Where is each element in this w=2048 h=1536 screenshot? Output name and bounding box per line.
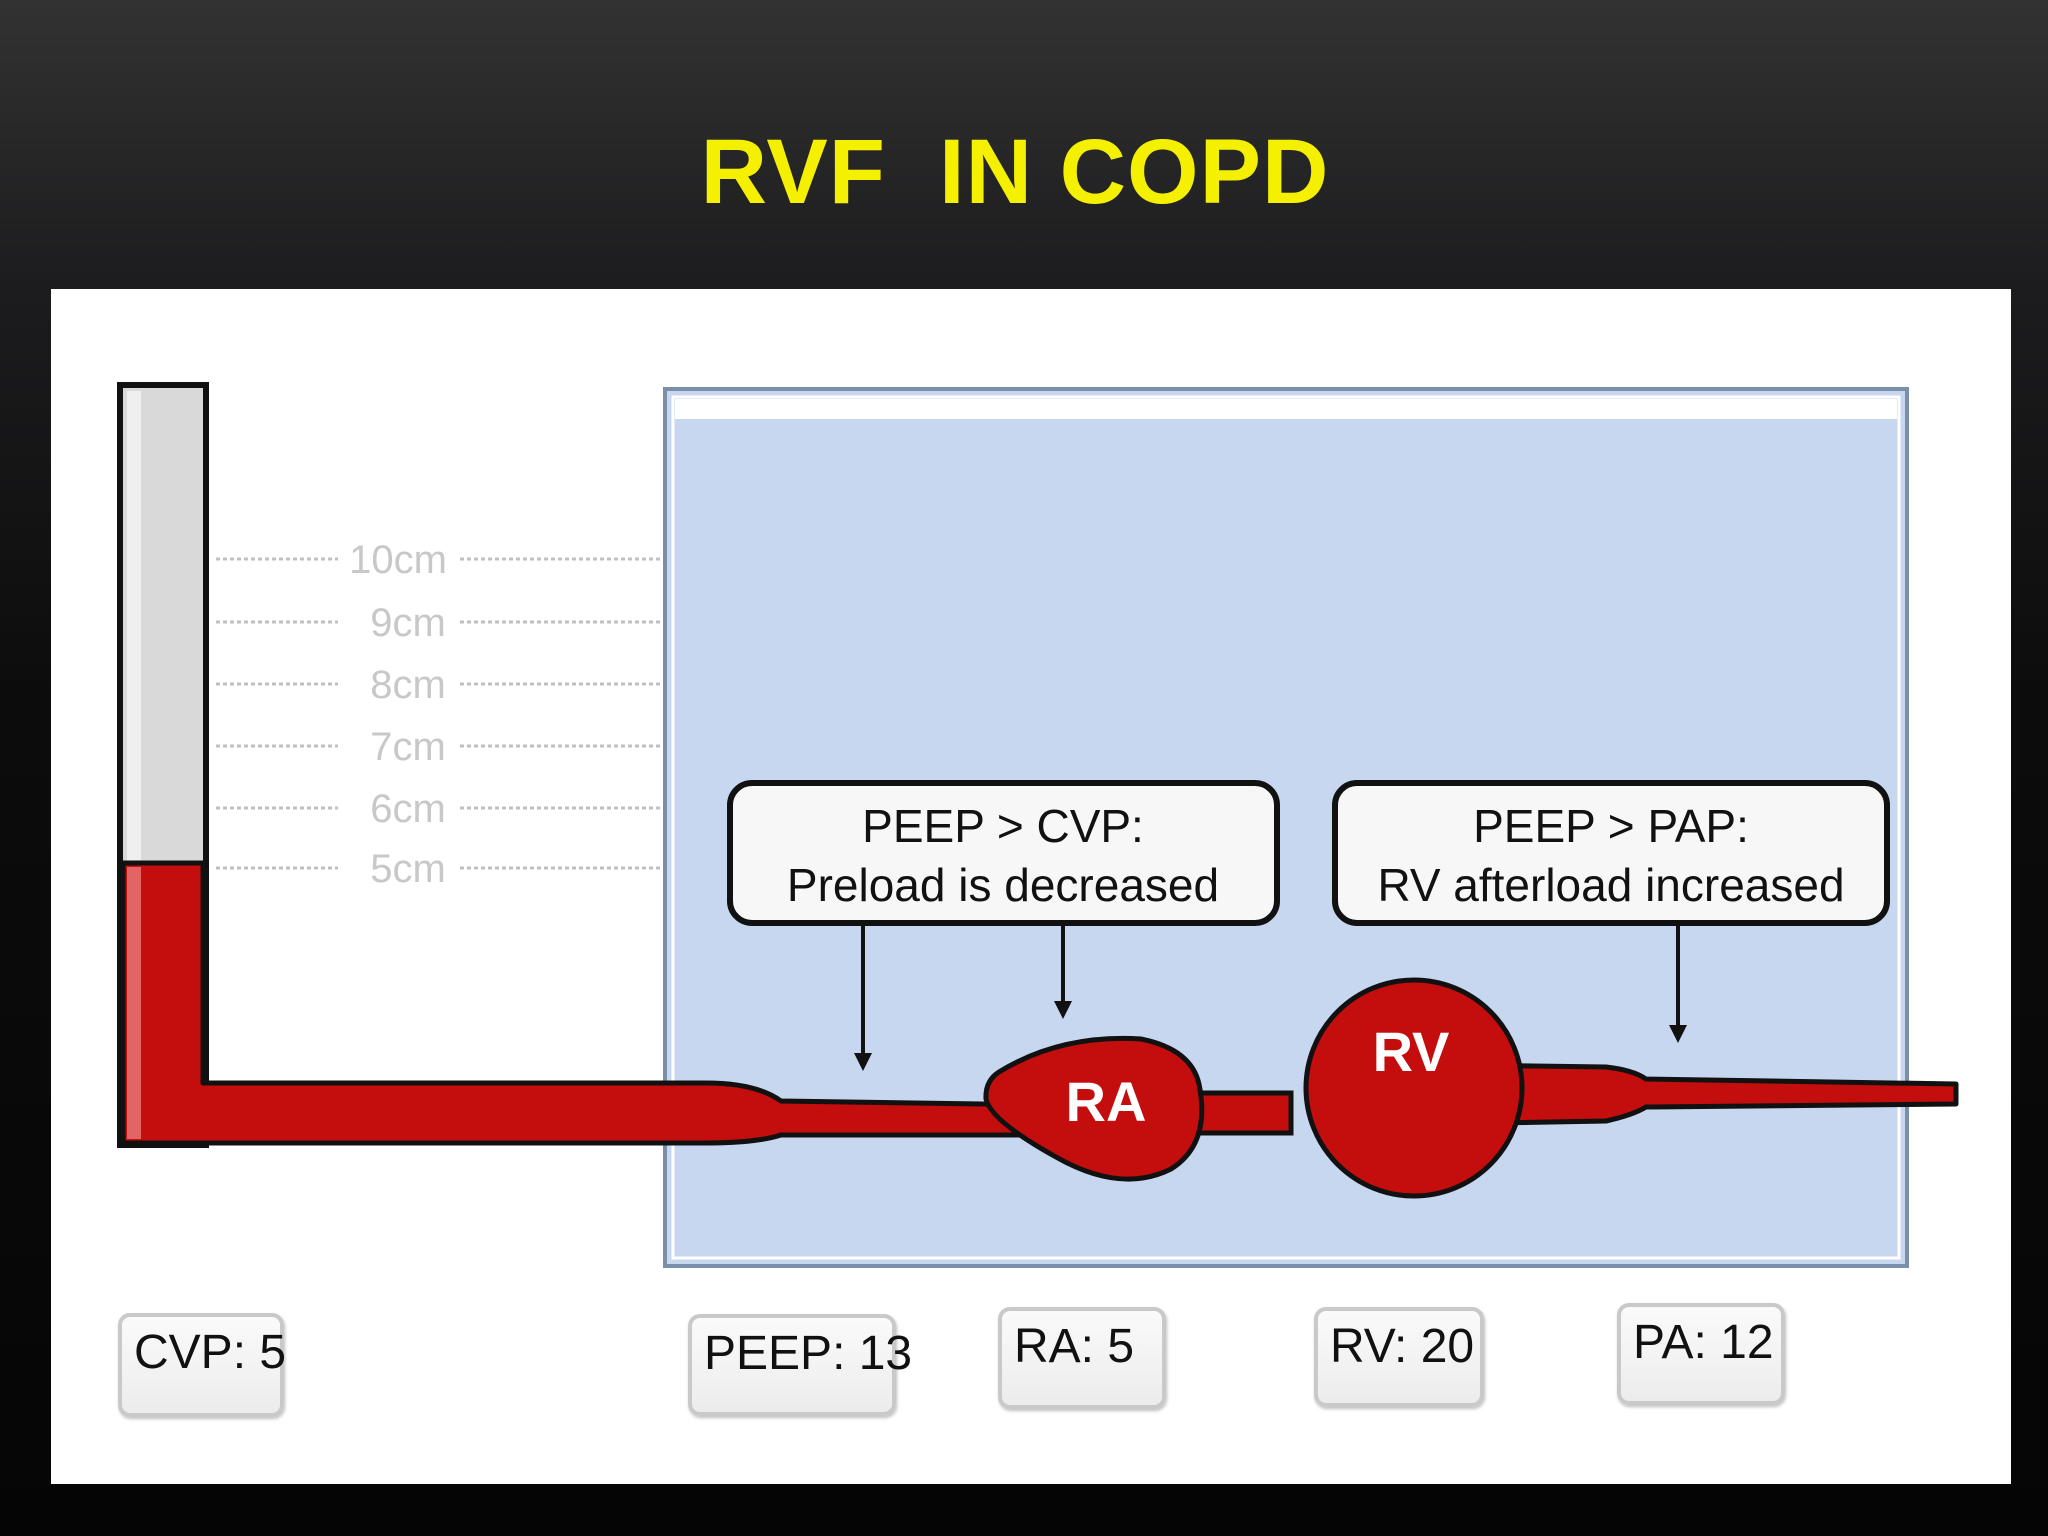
rv-label: RV [1373, 1020, 1450, 1083]
afterload-callout-line2: RV afterload increased [1377, 859, 1844, 911]
rv-value: RV: 20 [1314, 1307, 1484, 1407]
scale-label-7cm: 7cm [370, 725, 446, 769]
right-atrium [983, 1035, 1205, 1182]
afterload-callout-line1: PEEP > PAP: [1473, 800, 1749, 852]
scale-label-5cm: 5cm [370, 847, 446, 891]
arrow-peep-vena-cava-head [854, 1053, 872, 1071]
preload-callout-line1: PEEP > CVP: [862, 800, 1144, 852]
afterload-callout-box [1332, 780, 1890, 926]
thorax-top-gap [675, 399, 1897, 419]
hemodynamics-diagram: 10cm 9cm 8cm 7cm 6cm 5cm RA RV PEEP > CV… [117, 382, 1959, 1268]
blood-path [120, 860, 1959, 1199]
scale-label-8cm: 8cm [370, 663, 446, 707]
slide-title: RVF IN COPD [700, 121, 1330, 223]
scale-label-9cm: 9cm [370, 601, 446, 645]
ra-label: RA [1066, 1070, 1147, 1133]
arrows [854, 925, 1687, 1071]
ra-value: RA: 5 [998, 1307, 1166, 1409]
preload-callout-box [727, 780, 1280, 926]
arrow-peep-ra-head [1054, 1001, 1072, 1019]
tube-highlight-lower [127, 867, 141, 1139]
scale-label-6cm: 6cm [370, 787, 446, 831]
arrow-peep-pa-head [1669, 1025, 1687, 1043]
peep-value: PEEP: 13 [688, 1314, 912, 1416]
diagram-panel: 10cm 9cm 8cm 7cm 6cm 5cm RA RV PEEP > CV… [51, 289, 2011, 1484]
scale-label-10cm: 10cm [349, 538, 447, 582]
cvp-value: CVP: 5 [118, 1313, 286, 1417]
pulmonary-artery [1378, 1061, 1959, 1128]
right-ventricle [1303, 977, 1525, 1199]
preload-callout-line2: Preload is decreased [787, 859, 1219, 911]
pa-value: PA: 12 [1617, 1303, 1785, 1405]
thorax-chamber-inner-edge [671, 395, 1901, 1260]
cm-scale: 10cm 9cm 8cm 7cm 6cm 5cm [216, 538, 663, 891]
